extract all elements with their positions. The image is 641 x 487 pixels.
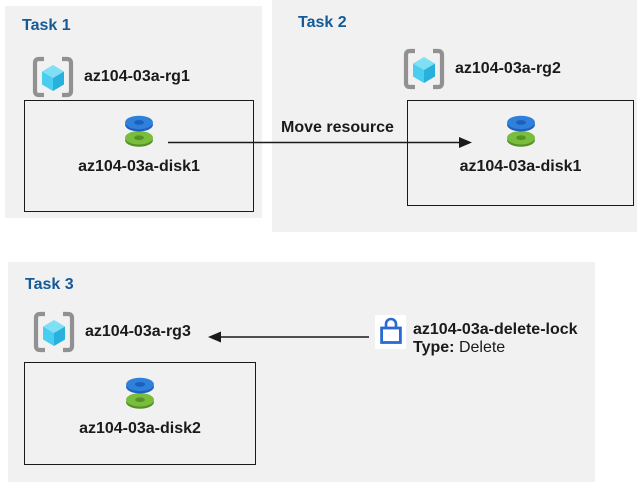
resource-group-icon xyxy=(32,310,76,354)
disk-green-hole xyxy=(135,397,145,403)
resource-group-name: az104-03a-rg3 xyxy=(85,323,191,340)
task3-resource-group: az104-03a-rg3 xyxy=(32,310,191,354)
delete-lock-text: az104-03a-delete-lock Type: Delete xyxy=(413,321,578,357)
resource-group-icon xyxy=(31,55,75,99)
task2-title: Task 2 xyxy=(298,14,347,31)
task2-resource-box: az104-03a-disk1 xyxy=(407,100,634,206)
cube-right-face xyxy=(53,71,64,91)
cube-left-face xyxy=(43,326,54,346)
task1-title: Task 1 xyxy=(22,17,71,34)
bracket-right xyxy=(63,311,75,353)
cube-right-face xyxy=(54,326,65,346)
bracket-left xyxy=(33,311,45,353)
disk-blue-hole xyxy=(134,120,144,125)
disk-green-hole xyxy=(134,135,144,141)
lock-icon xyxy=(378,315,404,350)
cube-right-face xyxy=(424,63,435,83)
task1-resource-box: az104-03a-disk1 xyxy=(24,100,254,212)
resource-name: az104-03a-disk1 xyxy=(78,158,200,175)
task1-resource-group: az104-03a-rg1 xyxy=(31,55,190,99)
resource-group-name: az104-03a-rg2 xyxy=(455,60,561,77)
lock-body xyxy=(379,326,402,344)
resource-name: az104-03a-disk2 xyxy=(79,420,201,437)
disk-icon xyxy=(501,113,541,149)
resource-group-icon xyxy=(402,47,446,91)
lock-type-line: Type: Delete xyxy=(413,339,578,357)
resource-group-name: az104-03a-rg1 xyxy=(84,68,190,85)
task2-panel: Task 2 az104-03a-rg2 xyxy=(272,0,637,232)
disk-icon xyxy=(119,113,159,149)
cube-left-face xyxy=(413,63,424,83)
disk-icon xyxy=(120,375,160,411)
resource-name: az104-03a-disk1 xyxy=(459,158,582,175)
disk-blue-hole xyxy=(515,120,526,125)
lock-type-value: Delete xyxy=(458,339,506,356)
cube-left-face xyxy=(42,71,53,91)
task2-resource-group: az104-03a-rg2 xyxy=(402,47,561,91)
task3-title: Task 3 xyxy=(25,276,74,293)
task1-panel: Task 1 az104-03a-rg1 xyxy=(5,6,262,218)
lock-shackle xyxy=(384,317,397,329)
disk-blue-hole xyxy=(135,382,145,387)
bracket-right xyxy=(433,48,445,90)
delete-lock-figure xyxy=(375,315,406,349)
move-arrow-label: Move resource xyxy=(281,119,394,136)
task3-resource-box: az104-03a-disk2 xyxy=(24,362,256,465)
bracket-right xyxy=(62,56,74,98)
bracket-left xyxy=(403,48,415,90)
lock-name: az104-03a-delete-lock xyxy=(413,321,578,338)
disk-green-hole xyxy=(515,135,526,141)
lock-type-label: Type: xyxy=(413,339,455,356)
bracket-left xyxy=(32,56,44,98)
task3-panel: Task 3 az104-03a-rg3 xyxy=(8,262,595,482)
